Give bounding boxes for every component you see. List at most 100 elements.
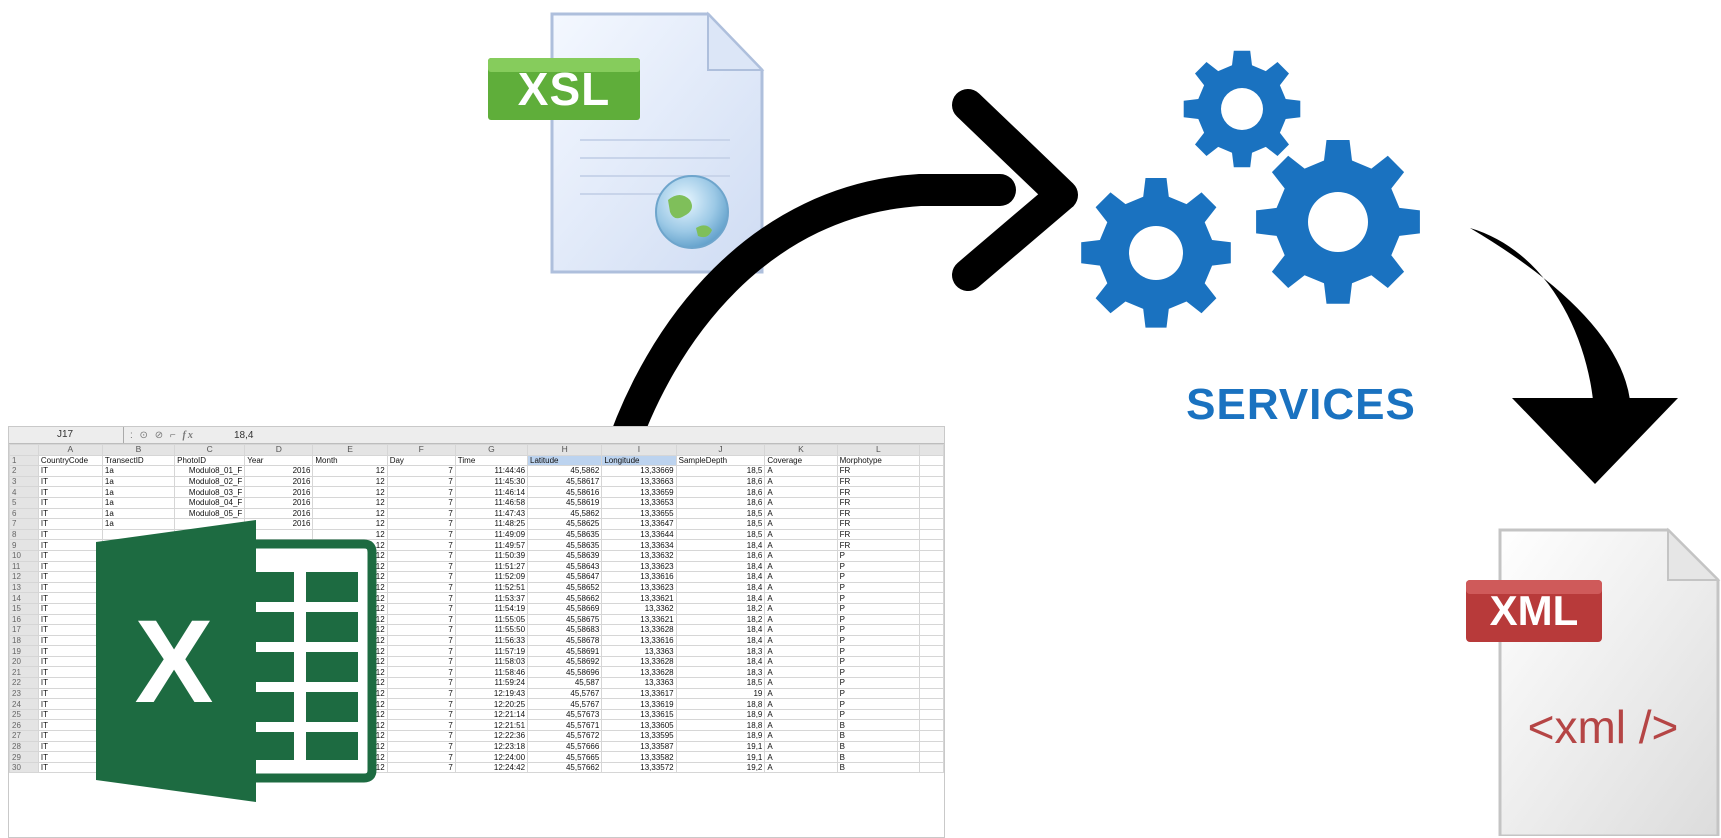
table-cell[interactable]: FR [836, 518, 921, 530]
table-cell[interactable]: 7 [386, 486, 456, 498]
table-cell[interactable]: P [836, 560, 921, 573]
table-cell[interactable]: P [836, 592, 921, 604]
column-letter[interactable] [919, 444, 944, 456]
table-cell[interactable]: P [836, 655, 921, 668]
table-cell[interactable]: 13,33621 [601, 613, 677, 626]
table-cell[interactable] [919, 581, 944, 594]
table-cell[interactable]: 2016 [244, 486, 314, 498]
table-cell[interactable] [919, 539, 944, 551]
table-cell[interactable]: IT [37, 677, 103, 689]
table-cell[interactable]: 45,58617 [527, 475, 603, 488]
table-cell[interactable]: IT [37, 539, 103, 551]
table-cell[interactable]: IT [37, 581, 103, 594]
row-number[interactable]: 14 [9, 592, 39, 604]
table-cell[interactable]: 7 [386, 592, 456, 604]
table-cell[interactable]: P [836, 698, 921, 710]
table-cell[interactable]: FR [836, 507, 921, 520]
table-cell[interactable]: A [764, 560, 838, 573]
table-cell[interactable] [919, 602, 944, 615]
table-cell[interactable]: 13,33616 [601, 571, 677, 583]
table-cell[interactable]: IT [37, 549, 103, 562]
table-cell[interactable]: 11:55:05 [454, 613, 529, 626]
table-cell[interactable]: 1a [101, 496, 176, 509]
table-cell[interactable]: P [836, 571, 921, 583]
table-cell[interactable]: 7 [386, 475, 456, 488]
table-cell[interactable]: 11:53:37 [454, 592, 529, 604]
table-cell[interactable]: IT [37, 624, 103, 636]
table-cell[interactable] [919, 740, 944, 753]
table-cell[interactable] [919, 708, 944, 721]
row-number[interactable]: 16 [9, 613, 39, 626]
table-cell[interactable]: 7 [386, 624, 456, 636]
table-cell[interactable]: P [836, 613, 921, 626]
table-cell[interactable]: 45,58619 [527, 496, 603, 509]
table-cell[interactable]: P [836, 581, 921, 594]
table-cell[interactable]: 18,3 [675, 645, 766, 657]
table-cell[interactable]: A [764, 581, 838, 594]
table-cell[interactable]: 12:22:36 [454, 730, 529, 742]
row-number[interactable]: 19 [9, 645, 39, 657]
table-cell[interactable] [919, 496, 944, 509]
table-cell[interactable] [919, 613, 944, 626]
table-cell[interactable]: 7 [386, 602, 456, 615]
table-cell[interactable]: 13,33623 [601, 581, 677, 594]
table-cell[interactable]: 1a [101, 475, 176, 488]
table-cell[interactable]: 7 [386, 571, 456, 583]
table-cell[interactable]: Modulo8_01_F [174, 465, 246, 477]
table-cell[interactable]: 7 [386, 751, 456, 763]
table-cell[interactable]: 45,5767 [527, 687, 603, 700]
table-cell[interactable]: 12 [312, 496, 388, 509]
row-number[interactable]: 6 [9, 507, 39, 520]
table-cell[interactable]: 45,587 [527, 677, 603, 689]
table-cell[interactable]: A [764, 518, 838, 530]
table-cell[interactable]: FR [836, 528, 921, 541]
table-cell[interactable]: 11:47:43 [454, 507, 529, 520]
table-cell[interactable]: 19,1 [675, 740, 766, 753]
table-cell[interactable]: A [764, 592, 838, 604]
table-cell[interactable]: 13,33623 [601, 560, 677, 573]
cell-reference[interactable]: J17 [9, 427, 124, 443]
table-cell[interactable]: IT [37, 560, 103, 573]
table-cell[interactable]: 7 [386, 740, 456, 753]
table-cell[interactable] [919, 507, 944, 520]
table-cell[interactable]: Modulo8_02_F [174, 475, 246, 488]
table-cell[interactable]: 7 [386, 518, 456, 530]
table-cell[interactable]: A [764, 708, 838, 721]
row-number[interactable]: 25 [9, 708, 39, 721]
table-cell[interactable]: IT [37, 496, 103, 509]
table-cell[interactable]: 13,33582 [601, 751, 677, 763]
corner-cell[interactable] [9, 444, 39, 456]
table-cell[interactable]: IT [37, 751, 103, 763]
table-cell[interactable]: IT [37, 687, 103, 700]
table-cell[interactable]: 18,4 [675, 539, 766, 551]
row-number[interactable]: 9 [9, 539, 39, 551]
table-cell[interactable]: 11:49:57 [454, 539, 529, 551]
table-cell[interactable]: 7 [386, 613, 456, 626]
table-cell[interactable]: 45,58675 [527, 613, 603, 626]
row-number[interactable]: 30 [9, 761, 39, 774]
table-cell[interactable]: 7 [386, 465, 456, 477]
table-cell[interactable]: 12:21:14 [454, 708, 529, 721]
header-cell[interactable]: Morphotype [836, 454, 921, 467]
table-cell[interactable]: 11:48:25 [454, 518, 529, 530]
table-cell[interactable]: P [836, 687, 921, 700]
table-cell[interactable]: 1a [101, 486, 176, 498]
column-letter[interactable]: F [386, 444, 456, 456]
table-cell[interactable]: A [764, 549, 838, 562]
table-cell[interactable]: IT [37, 592, 103, 604]
table-cell[interactable]: A [764, 677, 838, 689]
table-cell[interactable]: 18,6 [675, 496, 766, 509]
table-cell[interactable] [919, 655, 944, 668]
table-cell[interactable]: 7 [386, 496, 456, 509]
table-cell[interactable]: 13,33669 [601, 465, 677, 477]
table-cell[interactable]: 18,8 [675, 719, 766, 732]
table-cell[interactable]: A [764, 602, 838, 615]
table-cell[interactable]: 7 [386, 507, 456, 520]
table-cell[interactable]: Modulo8_05_F [174, 507, 246, 520]
table-cell[interactable]: IT [37, 465, 103, 477]
row-number[interactable]: 12 [9, 571, 39, 583]
table-cell[interactable]: 18,4 [675, 655, 766, 668]
table-cell[interactable]: 11:56:33 [454, 634, 529, 647]
table-cell[interactable] [919, 475, 944, 488]
table-cell[interactable]: 13,3363 [601, 677, 677, 689]
